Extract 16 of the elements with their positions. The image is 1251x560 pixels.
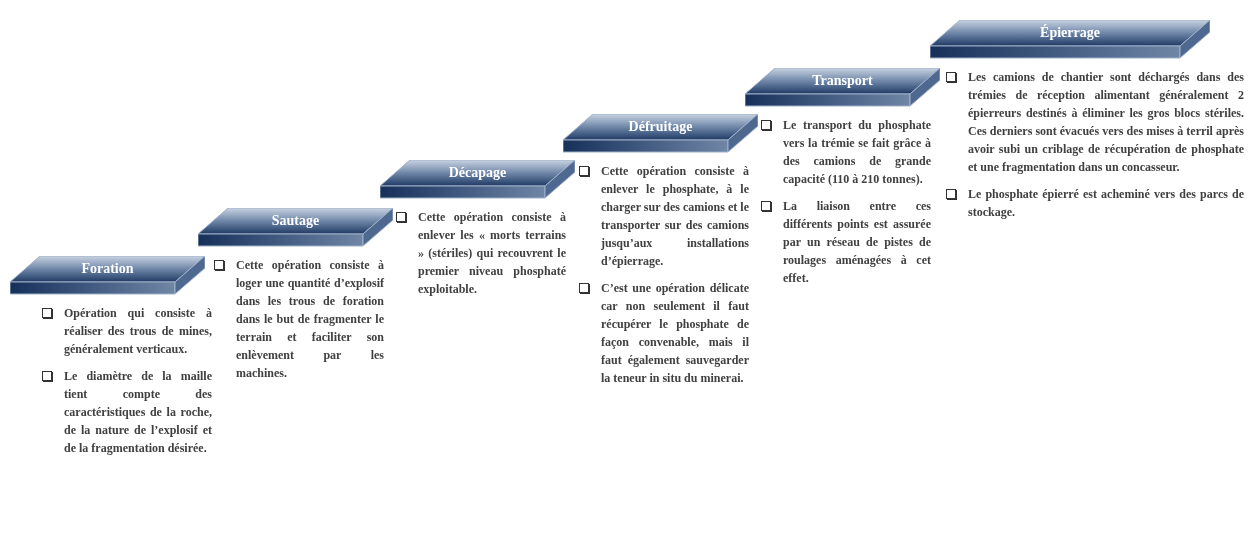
- step-title: Épierrage: [1040, 25, 1100, 41]
- bullet-text: Les camions de chantier sont déchargés dans des trémies de réception alimentant généralement 2 épierreurs destinés à éliminer les gros blocs stériles. Ces derniers sont évacués vers des mises à terril après avoir subi un criblage de récupération de phosphate et une fragmentation dans un concasseur.: [968, 69, 1244, 176]
- bullet-text: La liaison entre ces différents points est assurée par un réseau de pistes de roulages aménagées à cet effet.: [783, 198, 931, 287]
- step-title: Sautage: [271, 213, 320, 229]
- step-title: Foration: [81, 261, 134, 277]
- step-title: Transport: [812, 73, 873, 89]
- bullet-text: Le diamètre de la maille tient compte des caractéristiques de la roche, de la nature de l’explosif et de la fragmentation désirée.: [64, 368, 212, 457]
- bullet-text: Cette opération consiste à loger une quantité d’explosif dans les trous de foration dans le but de fragmenter le terrain et faciliter son enlèvement par les machines.: [236, 257, 384, 382]
- step-title: Décapage: [448, 165, 507, 181]
- bullet-text: C’est une opération délicate car non seulement il faut récupérer le phosphate de façon convenable, mais il faut également sauvegarder la teneur in situ du minerai.: [601, 280, 749, 387]
- bullet-text: Le phosphate épierré est acheminé vers des parcs de stockage.: [968, 186, 1244, 221]
- bullet-text: Cette opération consiste à enlever les « morts terrains » (stériles) qui recouvrent le premier niveau phosphaté exploitable.: [418, 209, 566, 298]
- step-title: Défruitage: [628, 119, 693, 135]
- bullet-text: Opération qui consiste à réaliser des trous de mines, généralement verticaux.: [64, 305, 212, 358]
- bullet-text: Le transport du phosphate vers la trémie se fait grâce à des camions de grande capacité (110 à 210 tonnes).: [783, 117, 931, 188]
- bullet-text: Cette opération consiste à enlever le phosphate, à le charger sur des camions et le transporter sur des camions jusqu’aux installations d’épierrage.: [601, 163, 749, 270]
